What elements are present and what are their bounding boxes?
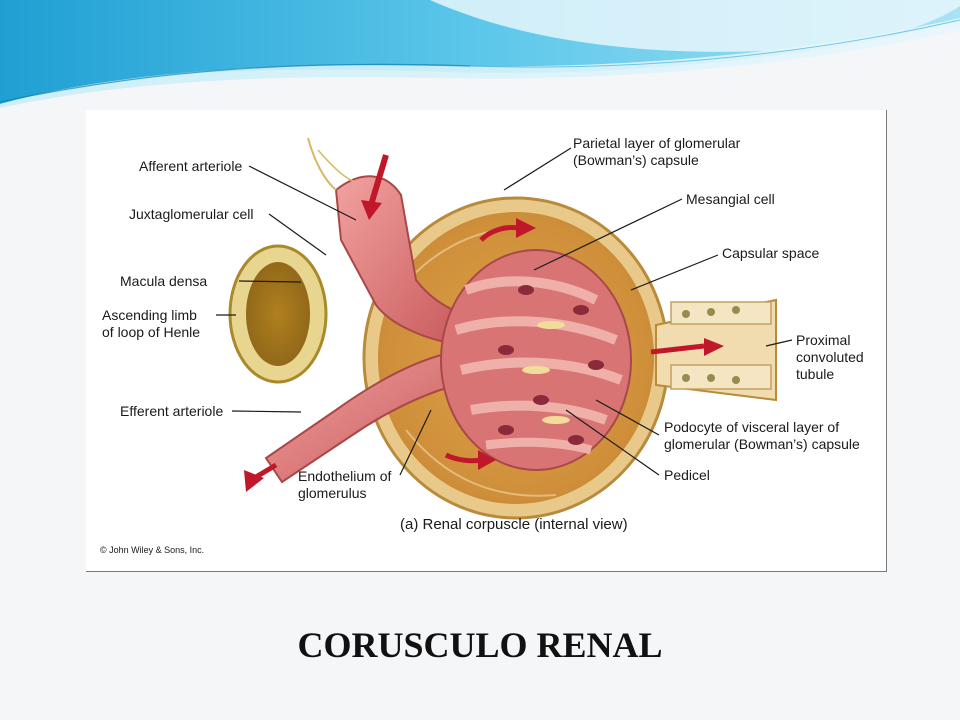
efferent-arteriole	[244, 353, 458, 492]
label-podocyte-line2: glomerular (Bowman’s) capsule	[664, 436, 860, 452]
label-pedicel: Pedicel	[664, 467, 710, 483]
label-podocyte-line1: Podocyte of visceral layer of	[664, 419, 840, 435]
label-ascending-limb-line1: Ascending limb	[102, 307, 197, 323]
label-efferent-arteriole: Efferent arteriole	[120, 403, 224, 419]
ascending-limb	[228, 244, 328, 384]
figure-copyright: © John Wiley & Sons, Inc.	[100, 545, 205, 555]
label-ascending-limb-line2: of loop of Henle	[102, 324, 201, 340]
label-proximal-line3: tubule	[796, 366, 835, 382]
afferent-arteriole	[307, 137, 468, 347]
label-capsular-space: Capsular space	[722, 245, 820, 261]
label-proximal-line2: convoluted	[796, 349, 864, 365]
header-wave-decoration	[0, 0, 960, 108]
filtrate-flow-arrows	[444, 218, 536, 470]
renal-corpuscle-illustration	[216, 137, 793, 520]
proximal-tubule	[650, 298, 777, 402]
leader-lines	[216, 147, 793, 476]
renal-corpuscle-figure: Afferent arteriole Juxtaglomerular cell …	[86, 110, 887, 572]
label-mesangial-cell: Mesangial cell	[686, 191, 775, 207]
label-endothelium-line1: Endothelium of	[298, 468, 392, 484]
label-macula-densa: Macula densa	[120, 273, 208, 289]
glomerulus-tuft	[440, 249, 632, 471]
label-parietal-line1: Parietal layer of glomerular	[573, 135, 741, 151]
slide-title: CORUSCULO RENAL	[297, 625, 663, 665]
label-parietal-line2: (Bowman’s) capsule	[573, 152, 699, 168]
figure-caption: (a) Renal corpuscle (internal view)	[400, 516, 628, 533]
label-juxtaglomerular-cell: Juxtaglomerular cell	[129, 206, 254, 222]
label-proximal-line1: Proximal	[796, 332, 851, 348]
label-afferent-arteriole: Afferent arteriole	[139, 158, 243, 174]
label-endothelium-line2: glomerulus	[298, 485, 367, 501]
